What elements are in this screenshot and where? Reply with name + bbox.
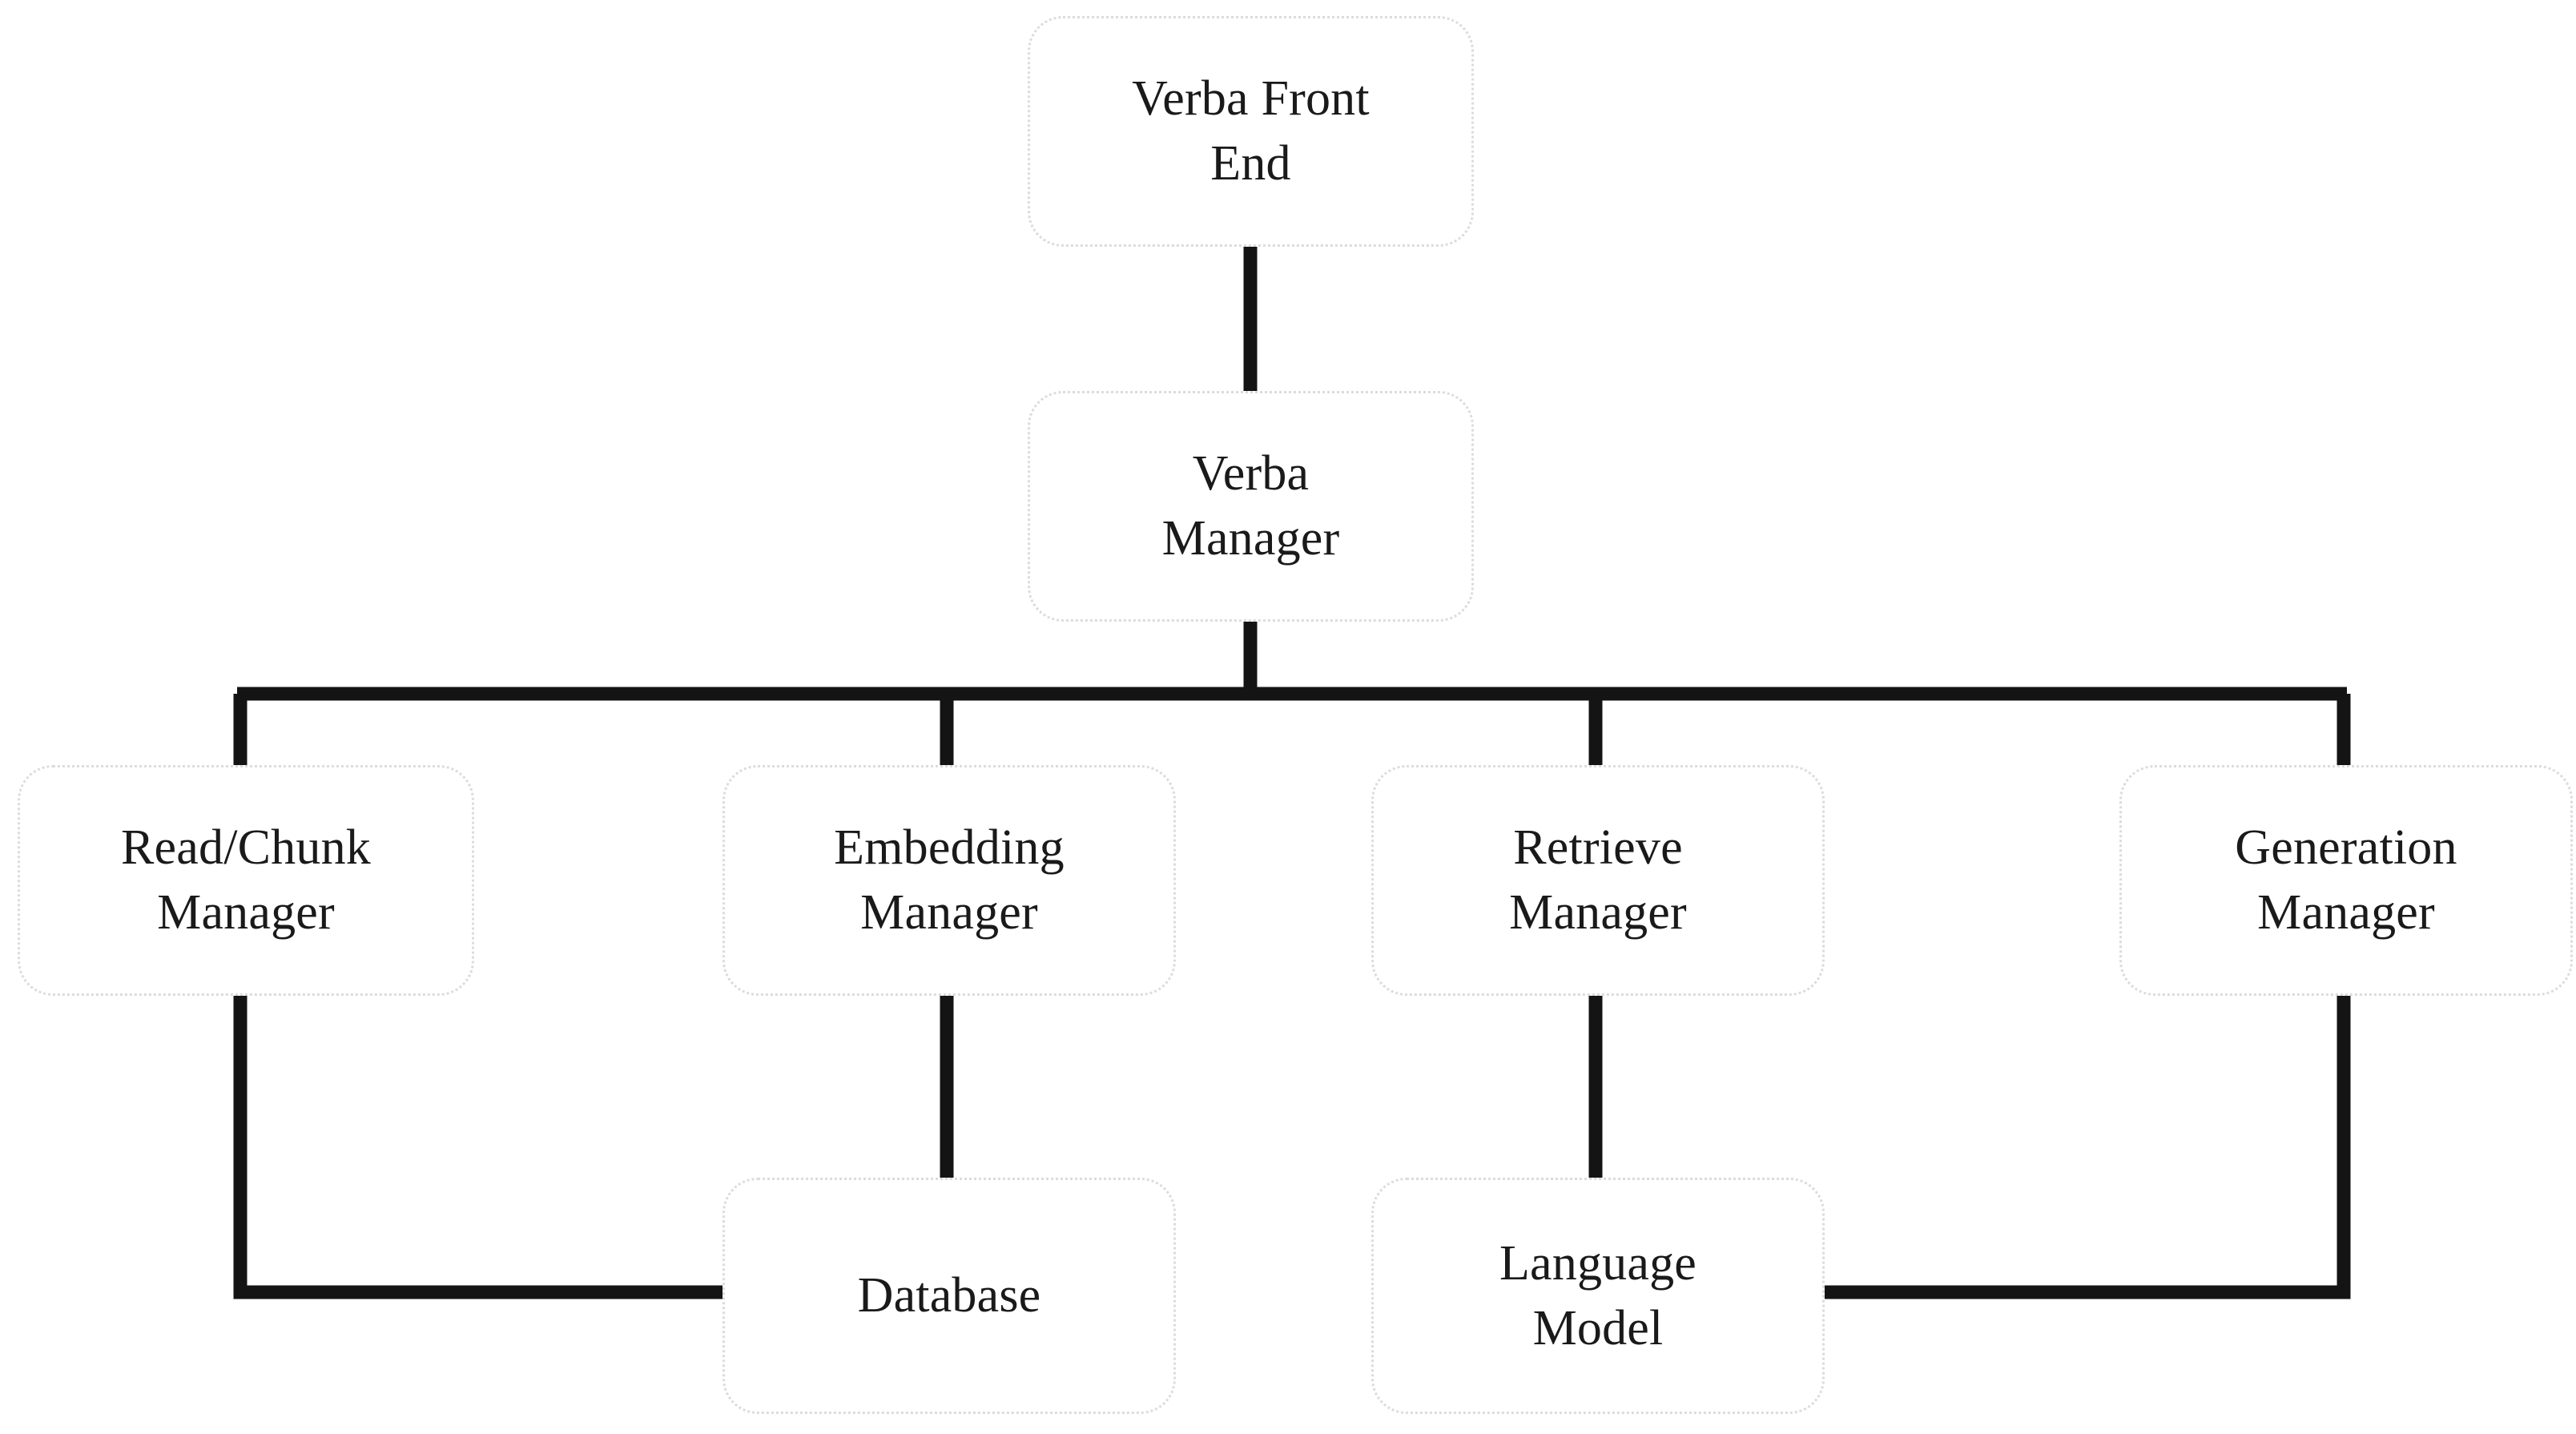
node-label-read-chunk-manager: Read/Chunk Manager: [121, 820, 371, 940]
node-verba-front-end[interactable]: Verba Front End: [1028, 16, 1474, 247]
node-database[interactable]: Database: [722, 1178, 1176, 1414]
node-label-generation-manager: Generation Manager: [2235, 820, 2457, 940]
node-label-verba-front-end: Verba Front End: [1132, 71, 1370, 191]
node-generation-manager[interactable]: Generation Manager: [2119, 765, 2573, 996]
node-language-model[interactable]: Language Model: [1371, 1178, 1825, 1414]
node-verba-manager[interactable]: Verba Manager: [1028, 391, 1474, 622]
node-embedding-manager[interactable]: Embedding Manager: [722, 765, 1176, 996]
node-label-verba-manager: Verba Manager: [1161, 446, 1340, 566]
connector-read-chunk-to-database: [233, 996, 722, 1299]
node-read-chunk-manager[interactable]: Read/Chunk Manager: [18, 765, 474, 996]
node-label-retrieve-manager: Retrieve Manager: [1509, 820, 1687, 940]
connector-generation-to-language-model: [1825, 996, 2351, 1299]
node-retrieve-manager[interactable]: Retrieve Manager: [1371, 765, 1825, 996]
node-label-database: Database: [857, 1268, 1041, 1323]
node-label-language-model: Language Model: [1499, 1235, 1697, 1355]
node-label-embedding-manager: Embedding Manager: [834, 820, 1065, 940]
